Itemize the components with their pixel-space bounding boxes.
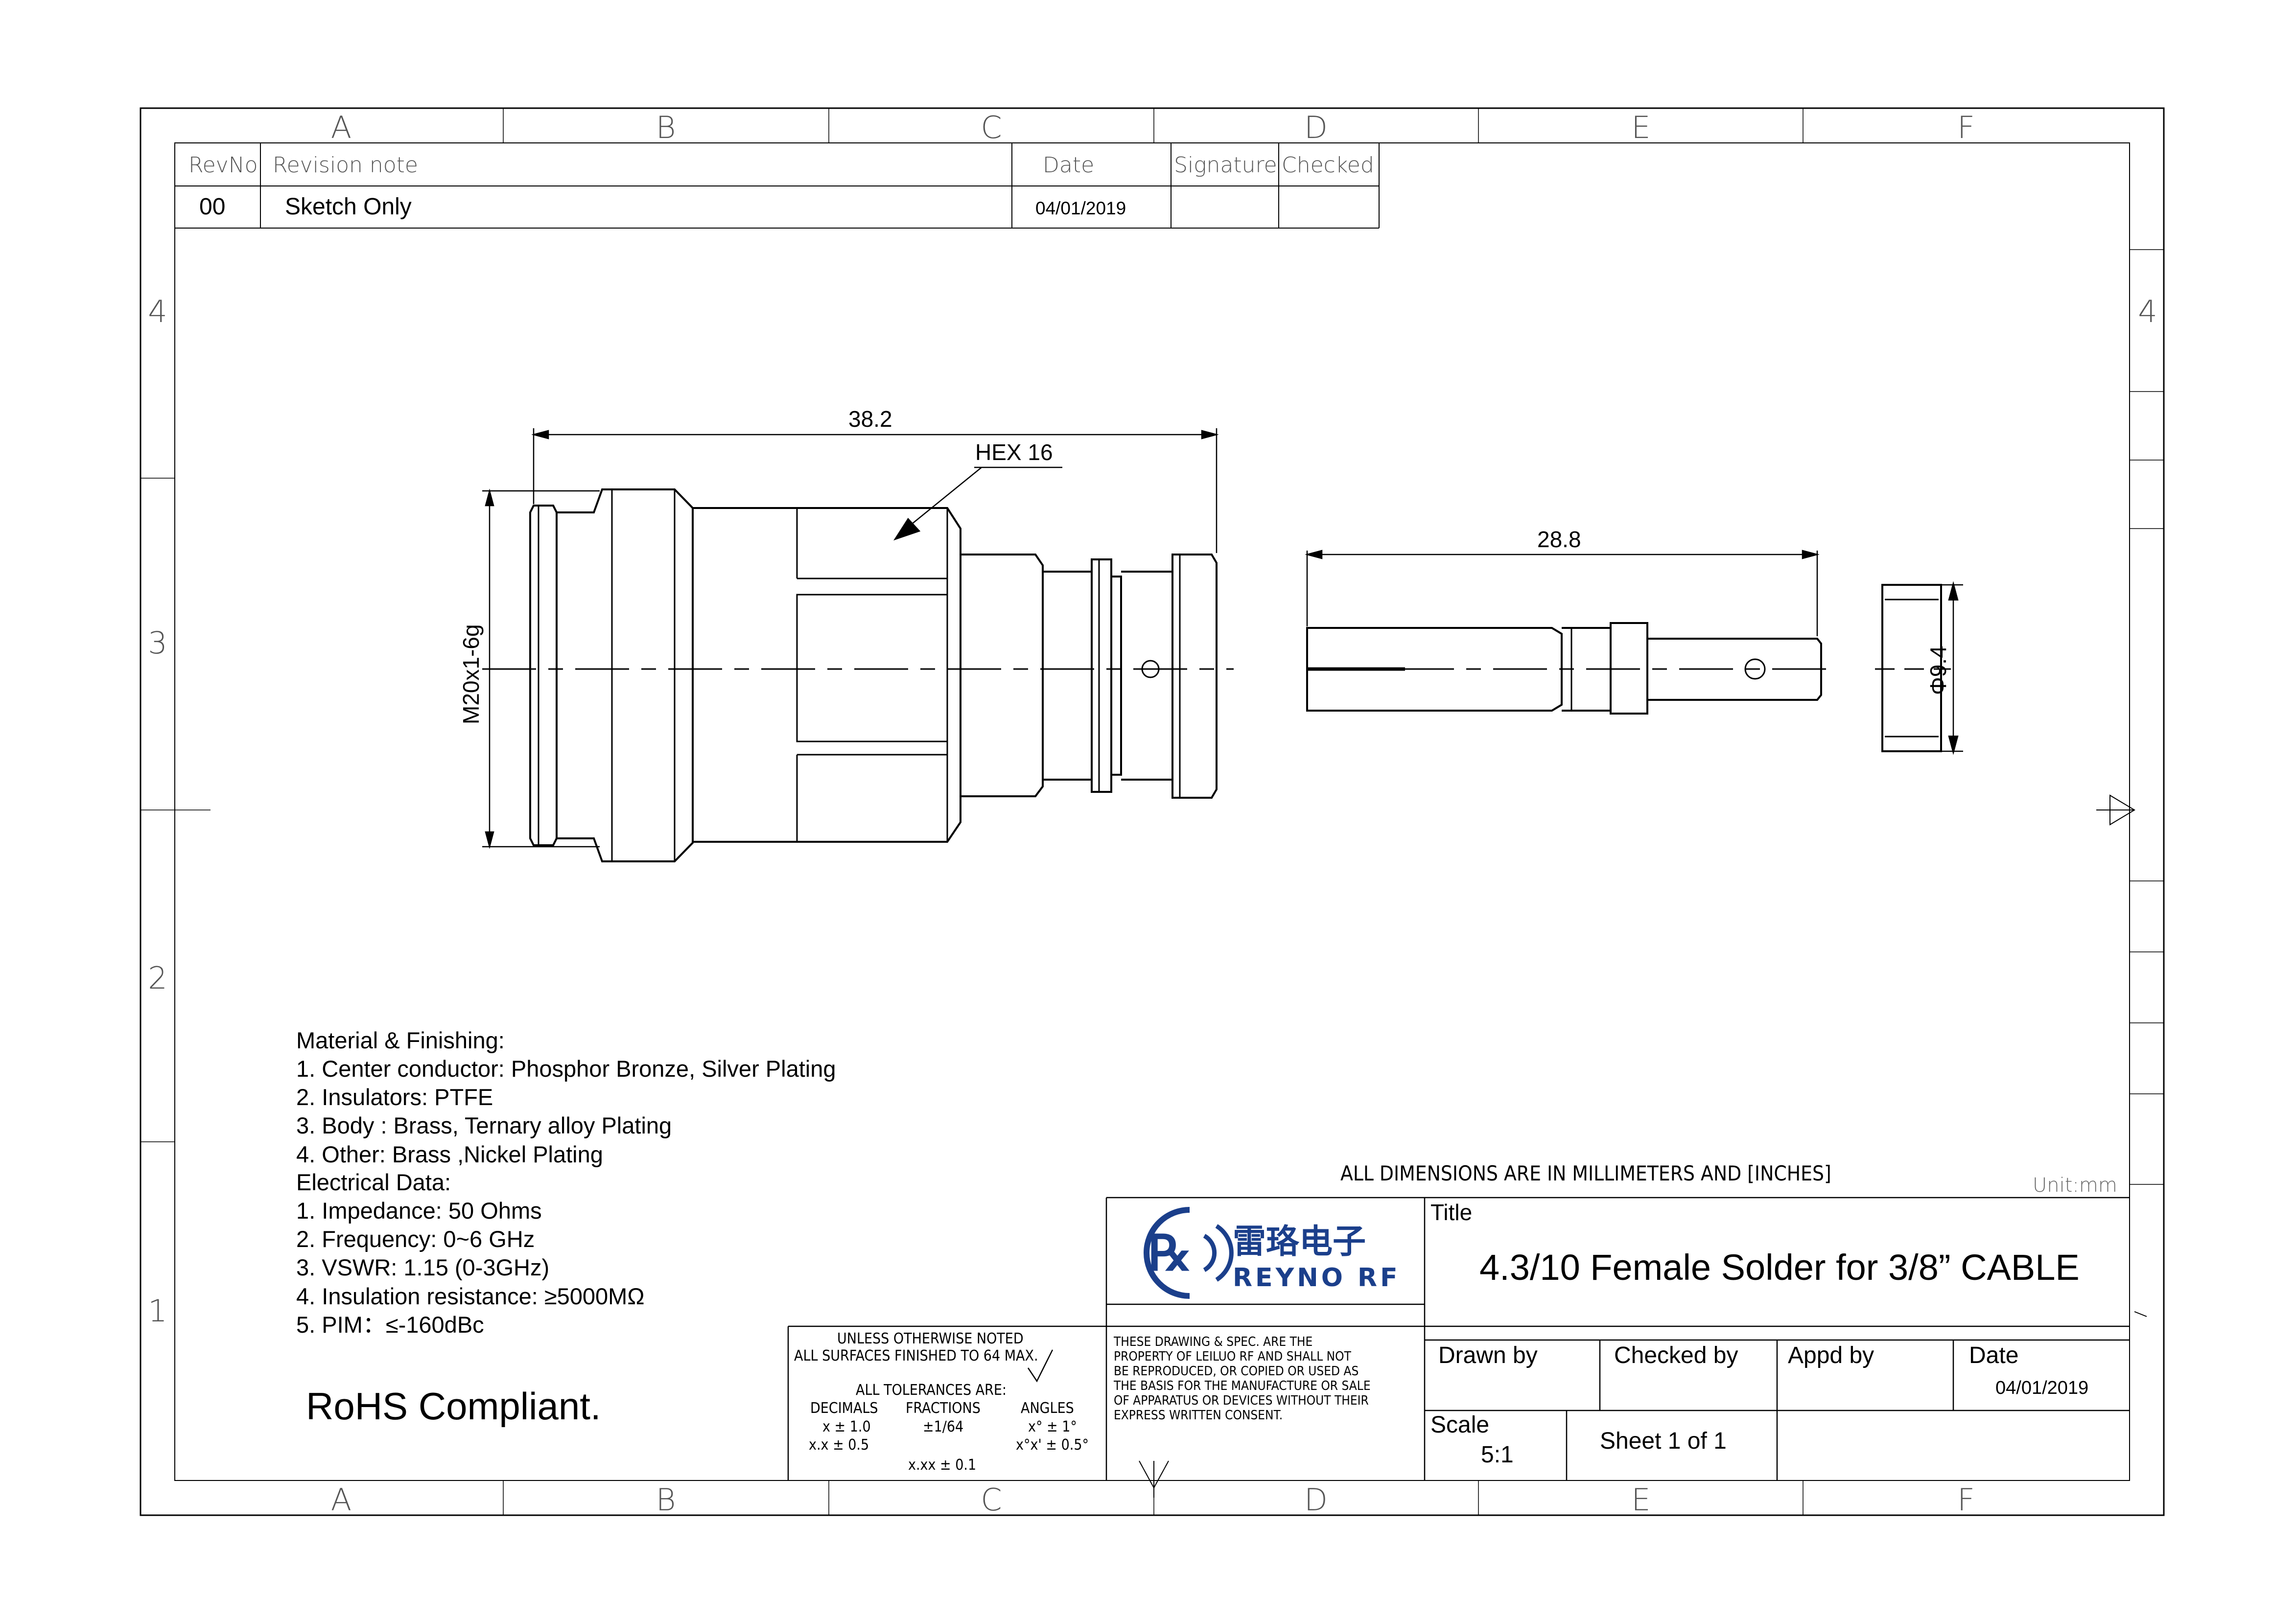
scale-label: Scale [1430,1412,1489,1438]
body-dimensions [482,428,1219,849]
zone-col-e: E [1631,110,1650,145]
appd-by-label: Appd by [1788,1342,1874,1368]
logo-chinese-name: 雷珞电子 [1233,1223,1366,1261]
note-line: 4. Insulation resistance: ≥5000MΩ [296,1283,644,1309]
pin-dimensions [1305,550,1820,636]
zone-col-a-bottom: A [331,1482,351,1518]
unit-label: Unit:mm [2033,1174,2117,1197]
svg-text:THE BASIS FOR THE MANUFACT: THE BASIS FOR THE MANUFACTURE OR SALE [1113,1379,1371,1393]
zone-col-d-bottom: D [1304,1482,1328,1518]
svg-text:FRACTIONS: FRACTIONS [906,1400,981,1417]
zone-col-e-bottom: E [1631,1482,1650,1518]
hex-dimension: HEX 16 [975,439,1053,465]
zone-labels: A B C D E F A B C D E F 4 3 2 1 4 [148,110,2157,1518]
drawing-title: 4.3/10 Female Solder for 3/8” CABLE [1479,1247,2080,1288]
insulator-diameter-dimension: Φ9.4 [1925,646,1951,695]
date-value: 04/01/2019 [1035,198,1126,218]
zone-row-4: 4 [148,294,167,329]
note-line: Electrical Data: [296,1169,451,1195]
sheet-number: Sheet 1 of 1 [1600,1428,1727,1454]
signature-header: Signature [1174,153,1277,178]
note-line: 3. Body : Brass, Ternary alloy Plating [296,1112,672,1138]
zone-col-f-bottom: F [1957,1482,1975,1518]
svg-text:OF APPARATUS OR DEVICES WI: OF APPARATUS OR DEVICES WITHOUT THEIR [1114,1393,1369,1408]
svg-text:x°x' ± 0.5°: x°x' ± 0.5° [1016,1436,1089,1454]
spec-notes: Material & Finishing: 1. Center conducto… [296,1027,836,1428]
surface-finish-icon [1027,1349,1054,1383]
zone-col-a: A [331,110,351,145]
title-label: Title [1430,1200,1472,1225]
tolerance-block: UNLESS OTHERWISE NOTED ALL SURFACES FINI… [794,1330,1089,1474]
rohs-statement: RoHS Compliant. [306,1385,601,1428]
zone-col-b: B [656,110,676,145]
note-line: Material & Finishing: [296,1027,505,1053]
title-block-grid [787,1197,2130,1480]
center-pin-view [1306,622,1831,715]
units-note: ALL DIMENSIONS ARE IN MILLIMETERS AND [I… [1340,1161,1831,1185]
svg-text:THESE DRAWING & SPEC. ARE: THESE DRAWING & SPEC. ARE THE [1113,1335,1312,1349]
zone-col-f: F [1957,110,1975,145]
svg-text:DECIMALS: DECIMALS [810,1400,878,1417]
zone-col-d: D [1304,110,1328,145]
zone-row-3: 3 [148,625,167,661]
svg-text:x.x ± 0.5: x.x ± 0.5 [809,1436,869,1454]
revision-table: RevNo Revision note Date Signature Check… [175,143,1380,229]
note-line: 5. PIM：≤-160dBc [296,1312,484,1338]
svg-text:EXPRESS WRITTEN CONSENT.: EXPRESS WRITTEN CONSENT. [1114,1408,1283,1423]
connector-body-view [482,488,1234,862]
scale-value: 5:1 [1481,1442,1514,1468]
date-value: 04/01/2019 [1995,1378,2088,1398]
property-notice: THESE DRAWING & SPEC. ARE THE PROPERTY O… [1113,1335,1371,1423]
body-length-dimension: 38.2 [848,406,892,432]
note-line: 2. Insulators: PTFE [296,1084,493,1110]
date-label: Date [1969,1342,2018,1368]
drawn-by-label: Drawn by [1438,1342,1538,1368]
zone-row-1: 1 [148,1293,167,1329]
svg-text:UNLESS OTHERWISE NOTED: UNLESS OTHERWISE NOTED [837,1330,1024,1347]
zone-col-b-bottom: B [656,1482,676,1518]
zone-col-c: C [981,110,1002,145]
note-line: 3. VSWR: 1.15 (0-3GHz) [296,1254,549,1280]
svg-text:ANGLES: ANGLES [1021,1400,1074,1417]
pin-length-dimension: 28.8 [1537,527,1581,552]
svg-text:PROPERTY OF LEILUO RF AND: PROPERTY OF LEILUO RF AND SHALL NOT [1114,1349,1352,1364]
zone-row-2: 2 [148,960,167,996]
date-header: Date [1043,153,1094,178]
note-line: 2. Frequency: 0~6 GHz [296,1226,535,1252]
svg-text:x° ± 1°: x° ± 1° [1028,1418,1077,1435]
logo-english-name: REYNO RF [1233,1263,1401,1293]
svg-text:x ± 1.0: x ± 1.0 [822,1418,871,1435]
note-line: 1. Impedance: 50 Ohms [296,1198,542,1224]
note-line: 4. Other: Brass ,Nickel Plating [296,1141,603,1167]
note-line: 1. Center conductor: Phosphor Bronze, Si… [296,1056,836,1082]
note-header: Revision note [273,153,418,178]
svg-text:±1/64: ±1/64 [923,1418,963,1435]
insulator-view [1875,581,1963,755]
thread-dimension: M20x1-6g [458,624,484,724]
zone-col-c-bottom: C [981,1482,1002,1518]
svg-text:ALL TOLERANCES ARE:: ALL TOLERANCES ARE: [856,1382,1007,1399]
rev-value: 00 [199,194,225,220]
svg-text:BE REPRODUCED, OR COPIED O: BE REPRODUCED, OR COPIED OR USED AS [1114,1364,1359,1379]
zone-row-4-right: 4 [2138,294,2157,329]
svg-text:ALL SURFACES FINISHED TO 6: ALL SURFACES FINISHED TO 64 MAX. [794,1347,1038,1364]
logo-ring-icon [1144,1207,1190,1299]
checked-header: Checked [1282,153,1374,178]
note-value: Sketch Only [285,194,412,220]
sheet-frame [140,107,2165,1516]
rev-header: RevNo [188,153,258,178]
svg-text:x.xx ± 0.1: x.xx ± 0.1 [908,1456,976,1474]
company-logo: ℞ 雷珞电子 REYNO RF [1144,1207,1401,1299]
checked-by-label: Checked by [1614,1342,1738,1368]
svg-text:℞: ℞ [1148,1224,1192,1282]
